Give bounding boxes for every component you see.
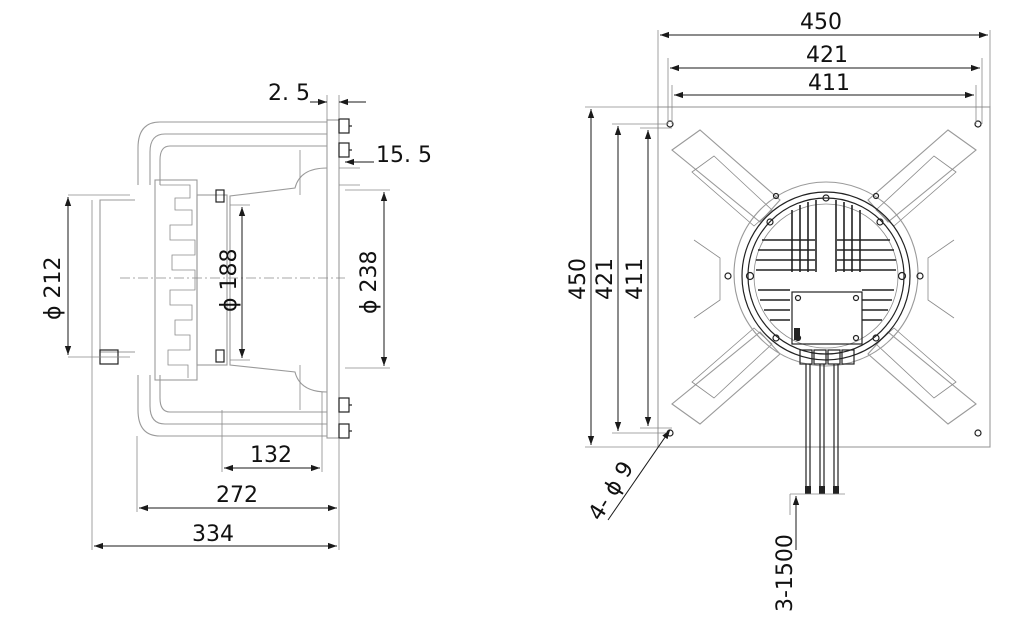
cables [805,364,839,494]
dim-text-421-v: 421 [593,258,618,300]
dim-text-411-h: 411 [808,71,850,96]
dim-text-450-v: 450 [566,258,591,300]
inlet-ring [229,167,328,393]
mounting-plate [326,119,340,439]
diagonal-arms [671,129,977,425]
plate-bolts [338,118,352,439]
dim-text-132: 132 [250,443,292,468]
support-arm-top-outer [137,121,327,185]
motor-housing [196,194,228,366]
extension-lines [68,95,390,550]
support-arm-bottom-outer [137,375,327,437]
dim-text-phi238: ϕ 238 [357,251,382,315]
rotor-body [99,199,135,353]
dim-text-272: 272 [216,483,258,508]
front-view: 450 421 411 450 421 411 4- ϕ 9 3-1500 [566,10,991,612]
dim-text-450-h: 450 [800,10,842,35]
dim-text-411-v: 411 [623,258,648,300]
side-view: 2. 5 15. 5 ϕ 212 ϕ 188 ϕ 238 132 272 334 [41,81,432,550]
dim-text-phi188: ϕ 188 [217,249,242,313]
holes-leader [607,429,671,521]
dim-text-phi212: ϕ 212 [41,257,66,321]
dim-text-cables: 3-1500 [773,534,798,612]
dim-text-421-h: 421 [806,43,848,68]
outer-ring [733,181,919,367]
dim-text-334: 334 [192,522,234,547]
dim-text-15-5: 15. 5 [376,143,432,168]
terminal-box [791,291,863,345]
dim-text-2-5: 2. 5 [268,81,310,106]
cooling-fins [756,200,896,321]
motor-fins [154,179,198,381]
front-extension-lines [585,30,991,515]
ring-bolts [724,192,924,342]
